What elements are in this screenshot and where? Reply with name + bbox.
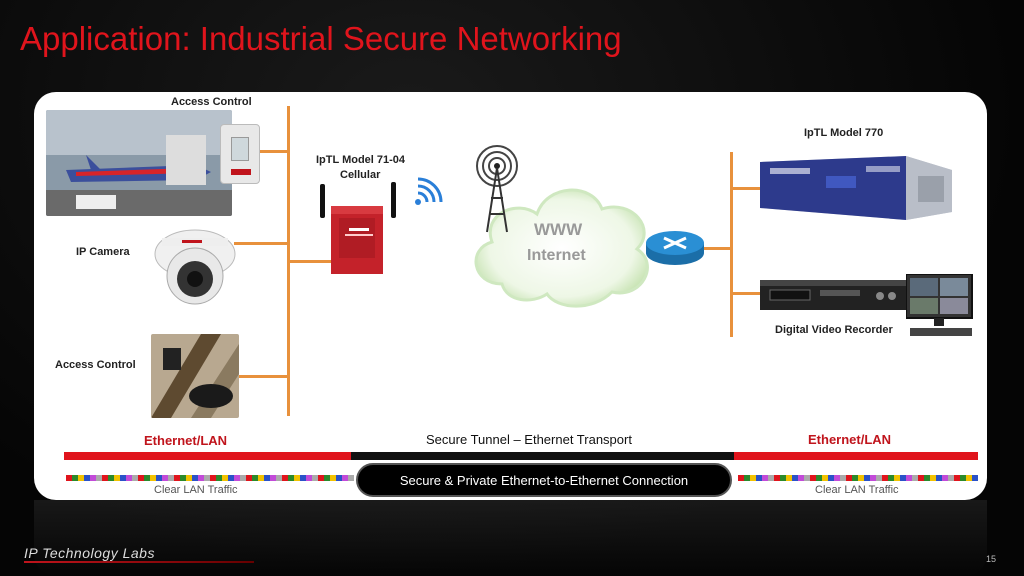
ip-camera-image	[152, 224, 238, 308]
cloud-label-www: WWW	[534, 220, 583, 239]
dvr-label: Digital Video Recorder	[775, 324, 893, 336]
ethernet-left-bar	[64, 452, 351, 460]
iptl-71-label-line2: Cellular	[340, 169, 381, 181]
wireless-signal-icon	[412, 174, 444, 208]
clear-traffic-left-label: Clear LAN Traffic	[154, 484, 238, 496]
page-number: 15	[986, 554, 997, 564]
cell-tower-icon	[474, 138, 520, 234]
access-control-panel-image	[220, 124, 260, 184]
monitor-image	[905, 273, 976, 338]
clear-traffic-right-dots	[738, 475, 978, 481]
iptl-770-link	[733, 187, 761, 190]
access-control-reader-image	[151, 334, 239, 418]
camera-link	[234, 242, 290, 245]
clear-traffic-left-dots	[66, 475, 354, 481]
company-logo: IP Technology Labs	[24, 545, 155, 561]
access-control-top-label: Access Control	[171, 96, 252, 108]
airport-photo	[46, 110, 232, 216]
clear-traffic-right-label: Clear LAN Traffic	[815, 484, 899, 496]
secure-tunnel-label: Secure Tunnel – Ethernet Transport	[426, 432, 632, 447]
left-bus-line	[287, 106, 290, 416]
panel-reflection	[34, 500, 987, 576]
iptl-770-label: IpTL Model 770	[804, 127, 884, 139]
router-icon	[644, 229, 706, 267]
internet-cloud	[462, 164, 662, 314]
slide-title: Application: Industrial Secure Networkin…	[20, 20, 622, 57]
ethernet-right-bar	[734, 452, 978, 460]
access-control-bottom-label: Access Control	[55, 359, 136, 371]
iptl-71-label-line1: IpTL Model 71-04	[316, 154, 406, 166]
ethernet-left-label: Ethernet/LAN	[144, 433, 228, 448]
iptl-71-device-image	[317, 182, 399, 276]
cloud-label-internet: Internet	[527, 247, 586, 264]
ethernet-right-label: Ethernet/LAN	[808, 432, 892, 447]
secure-connection-pill: Secure & Private Ethernet-to-Ethernet Co…	[356, 463, 732, 497]
secure-tunnel-bar	[351, 452, 734, 460]
right-bus-line	[730, 152, 733, 337]
ip-camera-label: IP Camera	[76, 246, 130, 258]
cloud-router-link	[704, 247, 733, 250]
access-control-bottom-link	[239, 375, 290, 378]
iptl-770-device-image	[756, 152, 952, 222]
logo-underline	[24, 561, 254, 563]
dvr-device-image	[760, 276, 910, 314]
dvr-link	[733, 292, 761, 295]
access-control-top-link	[230, 150, 290, 153]
diagram-panel: Access Control IP Camera	[34, 92, 987, 500]
router-link	[290, 260, 335, 263]
